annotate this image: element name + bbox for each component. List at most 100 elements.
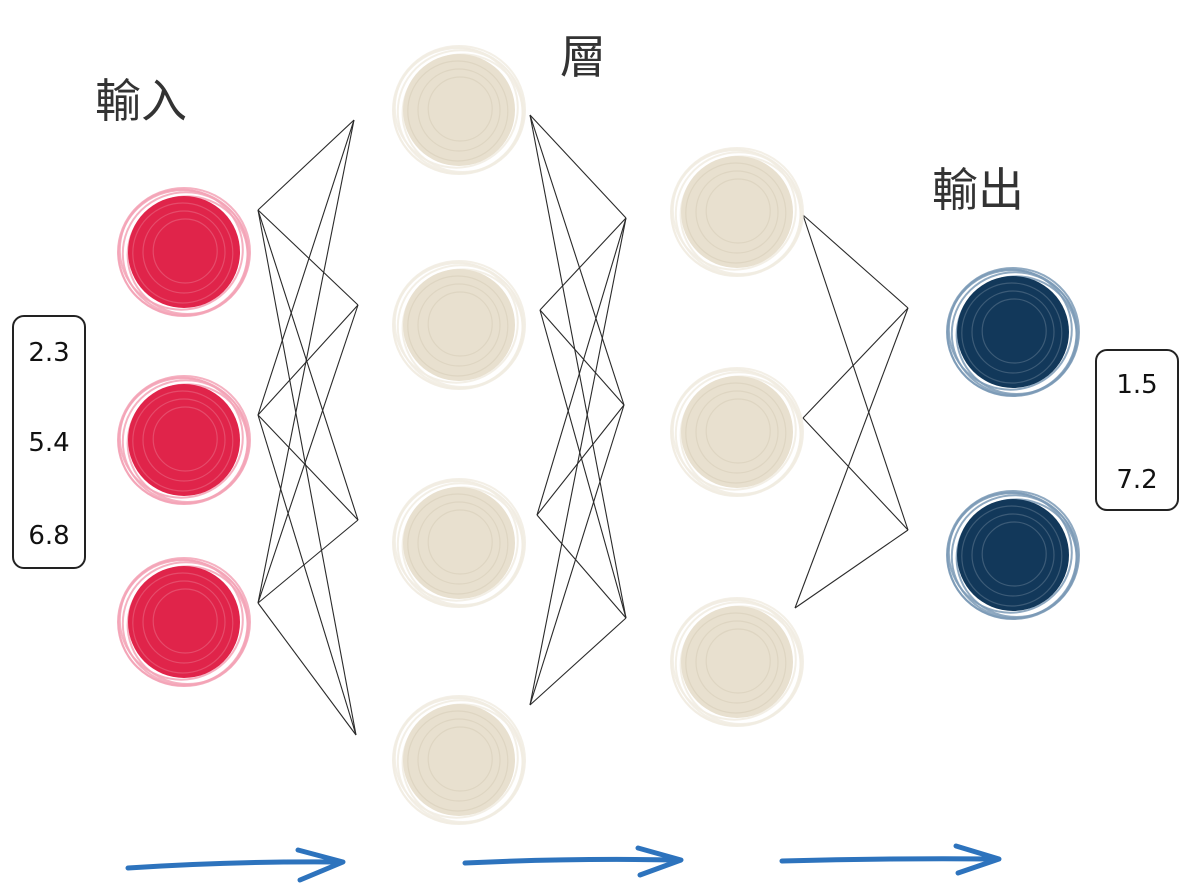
input-value-2: 5.4 <box>28 428 69 458</box>
node-fill <box>681 606 793 718</box>
connection-line <box>257 119 355 416</box>
hidden-2-node <box>670 597 804 727</box>
node-fill <box>403 487 515 599</box>
connection-line <box>257 209 359 521</box>
input-node <box>117 187 251 317</box>
connection-line <box>794 307 909 609</box>
node-texture <box>695 170 779 254</box>
flow-arrows <box>125 843 1002 883</box>
node-texture <box>427 726 493 792</box>
connection-lines <box>257 114 909 736</box>
node-texture <box>142 210 226 294</box>
node-fill <box>957 499 1069 611</box>
input-layer-label: 輸入 <box>95 74 187 128</box>
connection-line <box>257 304 359 604</box>
right-arrow-icon <box>125 847 346 883</box>
node-fill <box>128 566 240 678</box>
node-fill <box>403 704 515 816</box>
node-outline <box>396 699 525 824</box>
connection-line <box>257 414 357 736</box>
node-texture <box>705 628 771 694</box>
node-texture <box>417 501 501 585</box>
node-texture <box>971 290 1055 374</box>
node-texture <box>695 390 779 474</box>
node-texture <box>407 60 509 162</box>
node-outline <box>393 696 519 819</box>
node-outline <box>671 598 797 721</box>
input-values-box: 2.3 5.4 6.8 <box>12 315 86 569</box>
node-outline <box>947 268 1073 391</box>
connection-line <box>529 114 627 619</box>
node-texture <box>981 298 1047 364</box>
connection-line <box>802 307 909 419</box>
node-outline <box>393 261 519 384</box>
node-fill <box>957 276 1069 388</box>
node-outline <box>950 271 1079 397</box>
right-arrow-icon <box>779 843 1002 876</box>
output-layer-label: 輸出 <box>932 163 1024 217</box>
connection-line <box>536 514 627 619</box>
right-arrow-icon <box>462 845 684 878</box>
node-outline <box>674 371 803 497</box>
network-nodes <box>117 45 1080 825</box>
node-texture <box>152 588 218 654</box>
node-outline <box>396 264 525 390</box>
connection-line <box>536 404 625 516</box>
connection-line <box>529 114 627 219</box>
connection-line <box>529 404 625 706</box>
node-texture <box>417 283 501 367</box>
output-value-1: 1.5 <box>1116 370 1157 400</box>
node-texture <box>407 493 509 595</box>
node-outline <box>393 479 519 602</box>
connection-line <box>802 214 909 309</box>
node-texture <box>695 620 779 704</box>
node-texture <box>142 398 226 482</box>
node-texture <box>971 513 1055 597</box>
connection-line <box>257 119 355 211</box>
hidden-layer-label: 層 <box>560 30 606 84</box>
node-outline <box>396 482 525 607</box>
node-texture <box>685 382 787 484</box>
connection-line <box>257 414 359 521</box>
output-node <box>946 267 1080 397</box>
node-texture <box>981 521 1047 587</box>
connection-line <box>257 304 359 416</box>
node-texture <box>427 76 493 142</box>
node-fill <box>128 196 240 308</box>
node-fill <box>681 376 793 488</box>
connection-line <box>802 214 909 531</box>
connection-line <box>257 209 357 736</box>
node-texture <box>427 509 493 575</box>
output-values-box: 1.5 7.2 <box>1095 349 1179 511</box>
node-outline <box>671 368 797 491</box>
connection-line <box>529 217 627 706</box>
connection-line <box>257 119 355 604</box>
node-texture <box>132 202 234 304</box>
connection-line <box>529 114 625 406</box>
output-value-2: 7.2 <box>1116 465 1157 495</box>
node-texture <box>685 162 787 264</box>
node-outline <box>393 46 519 169</box>
node-outline <box>674 601 803 726</box>
node-outline <box>674 151 803 277</box>
node-texture <box>685 612 787 714</box>
node-texture <box>132 572 234 674</box>
output-node <box>946 490 1080 620</box>
hidden-1-node <box>392 260 526 390</box>
connection-line <box>539 217 627 311</box>
node-texture <box>152 406 218 472</box>
connection-line <box>536 217 627 516</box>
node-texture <box>705 398 771 464</box>
output-values-frame <box>1095 349 1179 511</box>
node-texture <box>961 282 1063 384</box>
connection-line <box>539 309 627 619</box>
connection-line <box>257 602 357 736</box>
input-value-3: 6.8 <box>28 521 69 551</box>
node-outline <box>121 561 250 686</box>
input-values-frame <box>12 315 86 569</box>
node-fill <box>403 54 515 166</box>
node-outline <box>947 491 1073 614</box>
node-outline <box>118 558 244 681</box>
node-outline <box>121 379 250 505</box>
node-fill <box>681 156 793 268</box>
